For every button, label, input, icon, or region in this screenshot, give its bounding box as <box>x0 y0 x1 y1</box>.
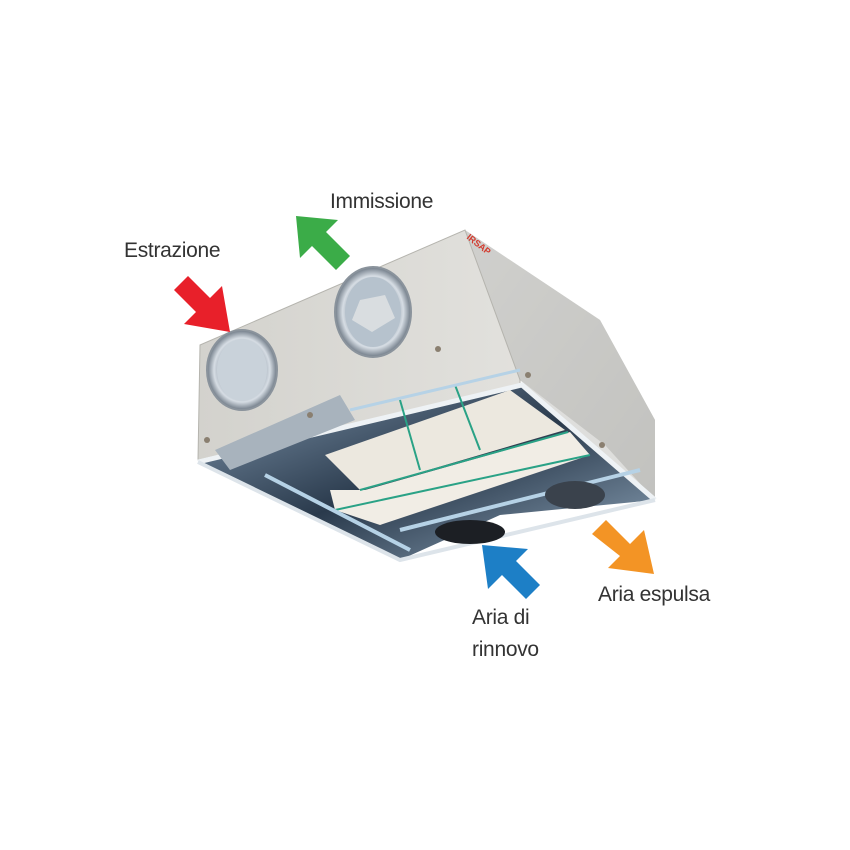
aria-espulsa-label: Aria espulsa <box>598 583 710 606</box>
aria-di-rinnovo-label: Aria di rinnovo <box>472 605 539 664</box>
aria-espulsa-arrow-icon <box>592 520 654 574</box>
estrazione-arrow-icon <box>174 276 230 332</box>
immissione-arrow-icon <box>296 216 350 270</box>
aria-di-rinnovo-line1: Aria di <box>472 606 530 629</box>
estrazione-label: Estrazione <box>124 239 221 262</box>
aria-di-rinnovo-arrow-icon <box>482 545 540 599</box>
aria-di-rinnovo-line2: rinnovo <box>472 638 539 662</box>
immissione-label: Immissione <box>330 190 434 213</box>
